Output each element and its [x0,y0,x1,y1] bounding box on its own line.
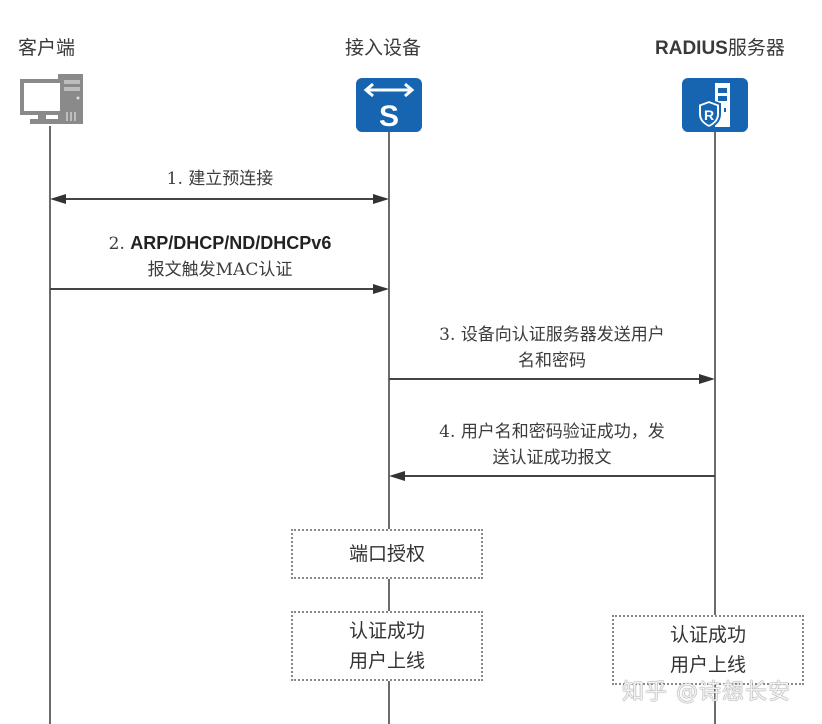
message-3-text: 设备向认证服务器发送用户 [460,325,665,345]
switch-icon-letter: S [379,100,399,132]
message-2-line2: 报文触发MAC认证 [147,260,293,280]
radius-server-lifeline [714,132,716,724]
message-2-protocols: ARP/DHCP/ND/DHCPv6 [130,233,332,253]
port-authorization-label: 端口授权 [348,543,425,565]
radius-server-title: RADIUS服务器 [655,33,785,60]
radius-server-title-en: RADIUS [655,38,728,59]
message-4-label: 4. 用户名和密码验证成功，发 送认证成功报文 [392,419,712,471]
message-1-label: 1. 建立预连接 [80,166,360,192]
message-3-line2: 名和密码 [518,351,586,371]
access-device-title: 接入设备 [345,37,422,59]
message-1-text: 建立预连接 [188,169,274,189]
arrow-2 [50,284,389,294]
radius-icon-letter: R [704,107,714,123]
client-lifeline [49,126,51,724]
port-authorization-box: 端口授权 [291,529,483,579]
server-success-line2: 用户上线 [669,654,746,676]
server-success-line1: 认证成功 [669,624,746,646]
arrow-3 [389,374,715,384]
message-2-label: 2. ARP/DHCP/ND/DHCPv6 报文触发MAC认证 [60,230,380,283]
switch-icon: S [356,78,422,136]
radius-server-title-cn: 服务器 [727,37,785,59]
message-1-step: 1. [166,169,183,189]
message-3-label: 3. 设备向认证服务器发送用户 名和密码 [392,322,712,374]
message-4-step: 4. [439,422,456,442]
watermark: 知乎 @诗想长安 [622,680,791,705]
device-success-line1: 认证成功 [348,620,425,642]
device-success-line2: 用户上线 [348,650,425,672]
arrow-1 [50,194,389,204]
computer-icon [18,74,84,130]
radius-server-icon: R [682,78,748,136]
arrow-4 [389,471,715,481]
message-4-text: 用户名和密码验证成功，发 [460,422,665,442]
device-auth-success-box: 认证成功 用户上线 [291,611,483,681]
access-device-lifeline [388,132,390,724]
message-2-step: 2. [108,234,125,254]
message-4-line2: 送认证成功报文 [492,448,612,468]
client-title: 客户端 [18,37,76,59]
message-3-step: 3. [439,325,456,345]
server-auth-success-box: 认证成功 用户上线 [612,615,804,685]
